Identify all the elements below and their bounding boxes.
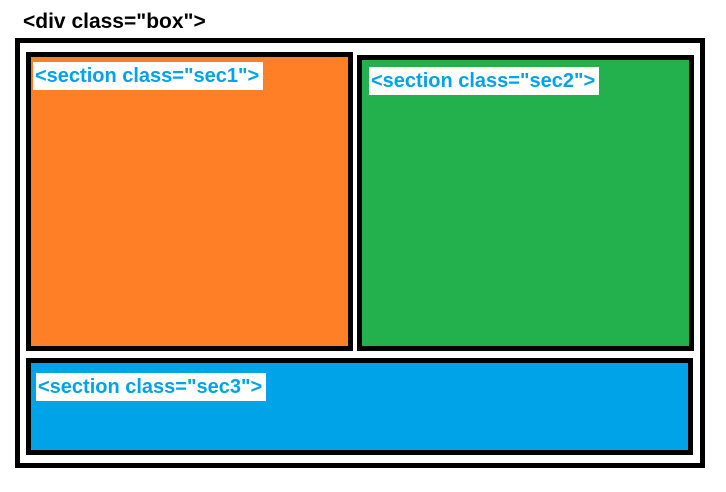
section-sec2: <section class="sec2"> [357, 55, 694, 351]
section-sec3-label: <section class="sec3"> [36, 373, 267, 401]
section-sec1-label: <section class="sec1"> [33, 62, 264, 90]
section-sec3: <section class="sec3"> [26, 358, 693, 455]
section-sec2-label: <section class="sec2"> [369, 67, 600, 95]
box-div-label: <div class="box"> [23, 10, 206, 33]
section-sec1: <section class="sec1"> [26, 52, 353, 351]
